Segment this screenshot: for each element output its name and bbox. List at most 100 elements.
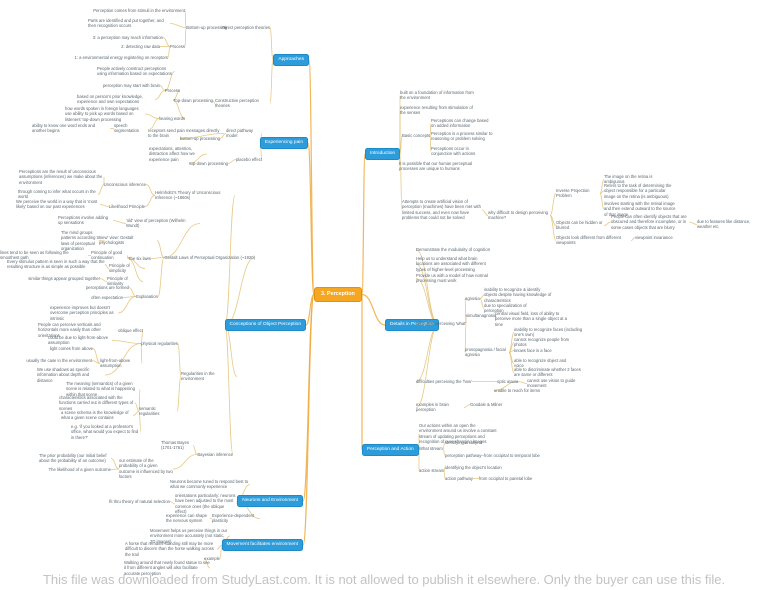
node-bc-2[interactable]: Perception is a process similar to reaso… [431,131,493,142]
node-pro-3[interactable]: knows face is a face [514,348,552,353]
node-m-ex[interactable]: example [204,556,220,561]
node-oa[interactable]: optic ataxia [497,379,519,384]
node-bup-1[interactable]: Perception comes from stimuli in the env… [93,8,185,13]
node-lfa-2[interactable]: usually the case in the environment [26,358,92,363]
node-ui[interactable]: Unconscious inference [103,182,146,187]
node-tpr-2[interactable]: perception may start with brain [102,83,160,88]
node-m-2[interactable]: A horse that remains standing still may … [125,541,214,557]
node-in-2[interactable]: experience resulting from stimulation of… [400,105,473,116]
node-hw-seg1[interactable]: ability to know one word ends and anothe… [32,123,96,134]
node-m-1[interactable]: Movement helps us perceive things in our… [150,528,228,544]
node-pro-2[interactable]: cannot recognize people from photos [514,337,570,348]
node-newv-1[interactable]: The mind groups patterns according to la… [61,230,101,252]
node-pgc-1[interactable]: lines tend to be seen as following the s… [0,250,69,261]
node-hid-1[interactable]: People can often identify objects that a… [611,214,687,230]
node-hw-1[interactable]: how words spoken in foreign languages us… [65,106,139,122]
node-shad[interactable]: We use shadows as specific information a… [37,367,90,383]
node-ipp-1[interactable]: The image on the retina is ambiguous [604,174,653,185]
node-psimp[interactable]: Principle of simplicity [109,263,130,274]
node-sem-3[interactable]: a scene schema is the knowledge of what … [61,410,129,421]
node-hid-2[interactable]: due to features like distance, weather e… [697,219,751,230]
node-tdp[interactable]: Top-down processing [173,98,213,103]
node-d-ex[interactable]: examples in brain perception [416,402,449,413]
node-dpm-bup[interactable]: bottom-up processing [179,136,220,141]
node-n-osc[interactable]: orientations particularly: neurons have … [175,493,236,515]
node-sim-1[interactable]: central visual field, loss of ability to… [495,311,567,327]
node-in-3[interactable]: It is possible that our human perceptual… [399,161,473,172]
node-lp-1[interactable]: We perceive the world in a way that is '… [16,199,98,210]
node-oa-1[interactable]: cannot use vision to guide movement [527,378,576,389]
node-pa-what[interactable]: What stream [419,446,443,451]
node-pgc[interactable]: Principle of good continuation [91,250,123,261]
node-pe-tdp[interactable]: top-down processing [189,161,228,166]
node-hid[interactable]: Objects can be hidden or blurred [556,220,603,231]
node-vp-1[interactable]: viewpoint invariance [635,235,673,240]
node-hw-seg[interactable]: speech segmentation [114,123,140,134]
node-pa-act[interactable]: action stream [419,468,445,473]
topic-details[interactable]: Details in Perception [385,319,439,331]
node-cpt[interactable]: Constructive perception theories [215,98,259,109]
node-sem-2[interactable]: characteristics associated with the func… [59,395,134,411]
node-bc-1[interactable]: Perceptions can change based on added in… [431,118,489,129]
node-pro-4[interactable]: able to recognize object and voice [514,358,567,369]
node-oldv[interactable]: 'old' view of perception (Wilhelm Wundt) [126,218,186,229]
topic-paction[interactable]: Perception and Action [362,444,419,456]
node-lfa-1[interactable]: light comes from above [49,346,93,351]
node-obl-1[interactable]: People can perceive verticals and horizo… [38,322,101,338]
node-bup-pr[interactable]: Process [169,44,185,49]
node-newv[interactable]: 'new' view: Gestalt psychologists [99,235,134,246]
node-pw-1[interactable]: identifying an object [445,440,483,445]
node-ui-1[interactable]: Perceptions are the result of unconsciou… [19,169,103,185]
node-oa-2[interactable]: unable to reach for items [494,388,541,393]
node-ipp-2[interactable]: Refers to the task of determining the ob… [604,183,672,199]
node-psimil-1[interactable]: similar things appear grouped together [28,276,100,281]
topic-approaches[interactable]: Approaches [273,54,309,66]
node-sem[interactable]: semantic regularities [139,406,160,417]
node-in-1[interactable]: built on a foundation of information fro… [400,90,474,101]
node-ag[interactable]: agnosia [465,296,480,301]
node-ipp[interactable]: Inverse Projection Problem [556,188,590,199]
node-n-fit[interactable]: fit thru theory of natural selection [109,499,170,504]
node-oldv-1[interactable]: Perceptions involve adding up sensations [58,215,109,226]
node-pro[interactable]: prosopagnosia / facial agnosia [465,347,506,358]
node-bayes-est[interactable]: our estimate of the probability of a giv… [119,458,173,480]
node-in-bc[interactable]: Basic concepts [402,133,431,138]
node-tpr-1[interactable]: People actively construct perceptions us… [97,66,172,77]
node-d-2[interactable]: Help us to understand what brain locatio… [416,256,486,272]
node-ipp-3[interactable]: involves starting with the retinal image… [604,201,676,217]
node-in-att[interactable]: Attempts to create artificial vision of … [402,199,481,221]
node-n-edp[interactable]: Experience-dependent plasticity [212,513,255,524]
node-expl-3[interactable]: experience improves but doesn't overcome… [50,305,114,321]
node-sem-1[interactable]: The meaning (semantics) of a given scene… [66,381,135,397]
node-bc-3[interactable]: Perceptions occur in conjunction with ac… [431,146,476,157]
node-pac-1[interactable]: identifying the object's location [445,465,502,470]
node-expl-1[interactable]: perceptions are formed [85,285,129,290]
node-bup[interactable]: Bottom-up processing [186,25,227,30]
node-glpo[interactable]: Gestalt Laws of Perceptual Organization … [164,255,255,260]
node-d-how[interactable]: difficulties perceiving the 'how' [416,379,472,384]
node-pe-exp[interactable]: expectations, attention, distraction aff… [149,146,195,162]
topic-pain[interactable]: Experiencing pain [259,137,308,149]
node-in-why[interactable]: why difficult to design perceiving machi… [488,210,548,221]
node-psimil[interactable]: Principle of similarity [107,276,128,287]
node-pe[interactable]: placebo effect [236,157,262,162]
node-hw[interactable]: hearing words [158,116,185,121]
node-bayes-p2[interactable]: The likelihood of a given outcome [48,467,111,472]
node-pac-2a[interactable]: from occipital to parietal lobe [479,476,533,481]
topic-movement[interactable]: Movement facilitates environment [221,539,303,551]
node-sim[interactable]: simultanagnosia [466,313,497,318]
node-ag-1[interactable]: inability to recognize & identify object… [484,287,552,303]
node-obl[interactable]: oblique effect [118,328,143,333]
node-pr-2[interactable]: 2: detecting raw data [121,44,160,49]
node-dpm-noci[interactable]: receptors send pain messages directly to… [148,128,220,139]
node-psimp-1[interactable]: Every stimulus pattern is seen in such a… [7,259,105,270]
node-n-edp1[interactable]: experience can shape the nervous system [166,513,207,524]
node-bayes-tb[interactable]: Thomas Bayes (1701-1761) [161,440,189,451]
node-pr-1[interactable]: 1: a environmental energy registering on… [74,55,168,60]
node-dpt[interactable]: Direct perception theories [222,25,270,30]
node-tpr-3[interactable]: based on person's prior knowledge, exper… [77,94,143,105]
node-bup-2[interactable]: Parts are identified and put together, a… [88,18,164,29]
node-d-3[interactable]: Provide us with a model of how normal pr… [416,273,488,284]
root-node[interactable]: 3. Perception [314,287,362,303]
node-pw-2[interactable]: perception pathway [445,453,482,458]
